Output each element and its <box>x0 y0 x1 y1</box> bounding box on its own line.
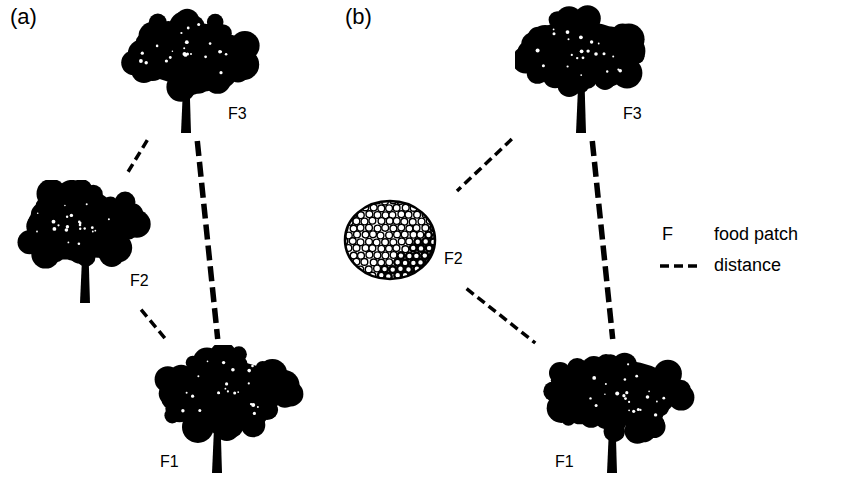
legend-text: distance <box>714 255 781 276</box>
distance-line <box>592 141 612 339</box>
truffle-illustration <box>340 195 470 285</box>
distance-line <box>126 140 147 175</box>
distance-line <box>467 289 536 343</box>
panel-letter: (a) <box>10 4 37 30</box>
legend-text: food patch <box>714 224 798 245</box>
panel-letter: (b) <box>345 4 372 30</box>
legend-symbol: F <box>662 224 673 245</box>
tree-food-patch: F3 <box>515 5 655 135</box>
tree-food-patch: F2 <box>10 180 160 305</box>
patch-label: F3 <box>623 105 642 123</box>
truffle-food-patch: F2 <box>340 195 470 285</box>
distance-line <box>141 310 167 341</box>
patch-label: F3 <box>228 105 247 123</box>
legend-dash-sample <box>660 264 702 268</box>
patch-label: F1 <box>555 453 574 471</box>
distance-line <box>457 139 512 191</box>
patch-label: F1 <box>160 453 179 471</box>
tree-food-patch: F1 <box>540 345 700 475</box>
patch-label: F2 <box>130 272 149 290</box>
patch-label: F2 <box>444 250 463 268</box>
distance-line <box>197 141 217 339</box>
tree-food-patch: F1 <box>145 345 305 475</box>
tree-food-patch: F3 <box>120 5 260 135</box>
